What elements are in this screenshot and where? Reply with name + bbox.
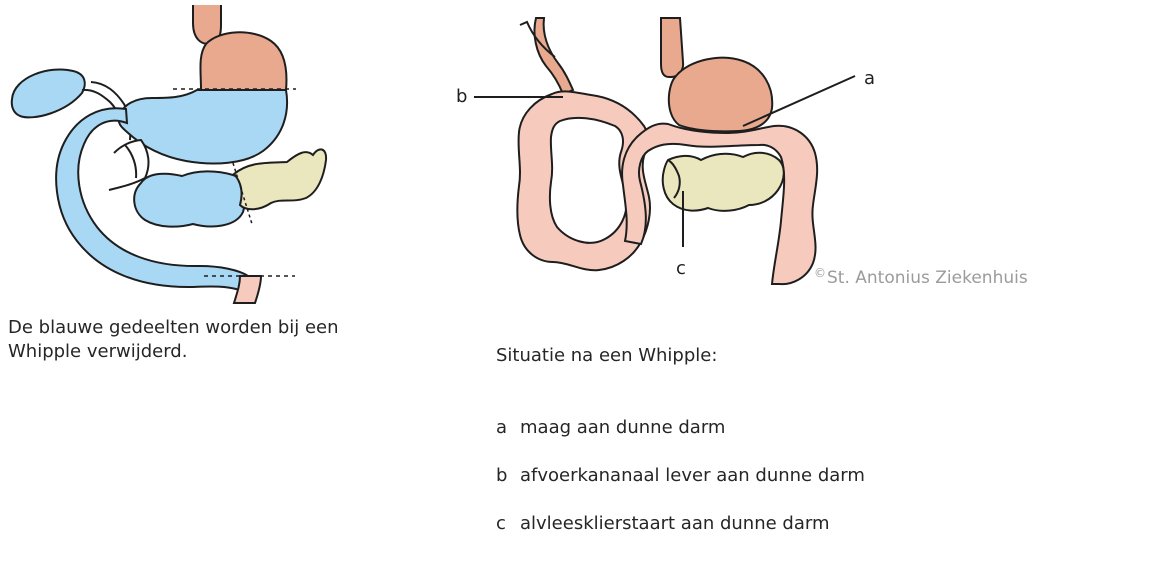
jejunum-loop-left-inner <box>548 116 628 244</box>
list-letter-c: c <box>496 513 506 534</box>
list-letter-a: a <box>496 417 508 438</box>
esophagus-right <box>660 17 685 78</box>
list-text-b: afvoerkananaal lever aan dunne darm <box>520 465 865 486</box>
remaining-jejunum <box>232 275 263 304</box>
copyright-owner: St. Antonius Ziekenhuis <box>827 268 1028 288</box>
list-text-c: alvleesklierstaart aan dunne darm <box>520 513 830 534</box>
list-item: c alvleesklierstaart aan dunne darm <box>496 512 926 536</box>
annotation-lines <box>474 75 856 247</box>
bile-duct <box>533 17 575 96</box>
label-c: c <box>676 258 686 279</box>
remaining-pancreas-tail <box>232 148 328 211</box>
list-letter-b: b <box>496 465 508 486</box>
list-item: b afvoerkananaal lever aan dunne darm <box>496 464 926 488</box>
whipple-figure: a b c ©St. Antonius Ziekenhuis De blauwe… <box>8 5 1028 534</box>
label-b: b <box>456 86 468 107</box>
pancreas-anastomosis <box>667 159 681 199</box>
jejunum-loop-right <box>621 122 819 286</box>
after-whipple-diagram <box>516 17 819 286</box>
removed-stomach <box>117 89 289 165</box>
cut-line-pancreas <box>232 162 253 225</box>
pancreatic-duct <box>108 138 150 191</box>
removed-duodenum <box>55 107 250 292</box>
remaining-stomach <box>199 31 288 91</box>
list-item: a maag aan dunne darm <box>496 416 926 440</box>
label-a: a <box>864 68 876 89</box>
bile-duct-branch <box>519 20 556 58</box>
copyright-symbol: © <box>814 266 826 280</box>
pancreas-tail-right <box>661 151 785 212</box>
before-whipple-diagram <box>10 5 328 304</box>
stomach-right <box>667 56 774 133</box>
right-caption: Situatie na een Whipple: a maag aan dunn… <box>496 320 926 584</box>
copyright-text: ©St. Antonius Ziekenhuis <box>814 266 1028 288</box>
right-caption-title: Situatie na een Whipple: <box>496 345 718 366</box>
gallbladder <box>10 68 86 119</box>
right-caption-list: a maag aan dunne darm b afvoerkananaal l… <box>496 392 926 560</box>
label-line-a <box>742 75 856 127</box>
left-caption: De blauwe gedeelten worden bij een Whipp… <box>8 317 339 362</box>
list-text-a: maag aan dunne darm <box>520 417 726 438</box>
removed-pancreas-head <box>133 170 247 228</box>
diagram-canvas <box>10 5 856 304</box>
pancreatic-duct-link <box>124 144 138 179</box>
